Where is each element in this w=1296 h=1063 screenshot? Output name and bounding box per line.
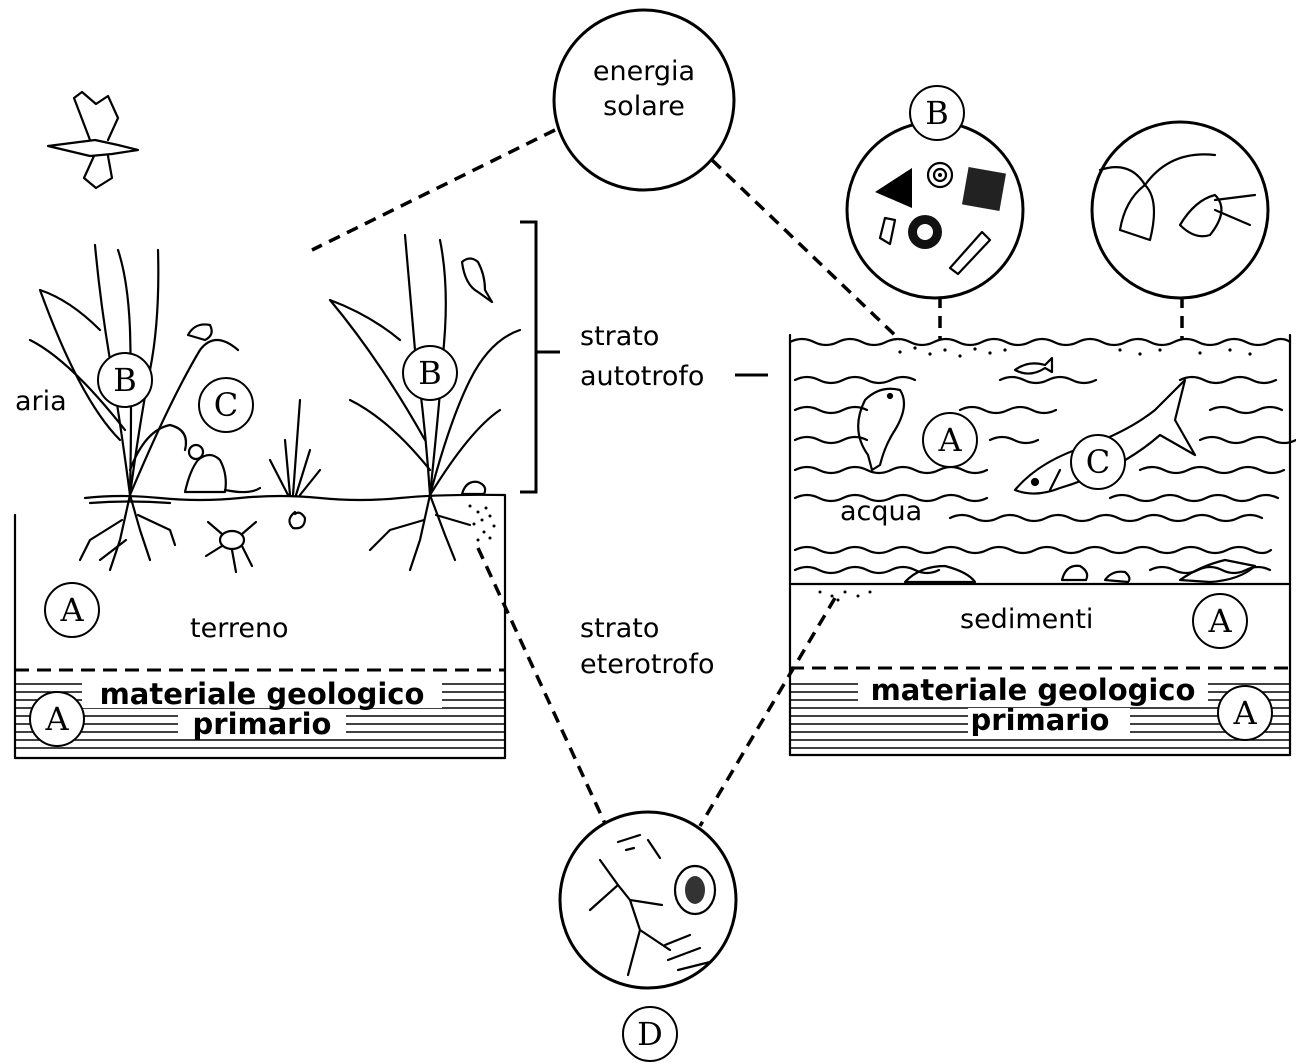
soil-label: terreno bbox=[190, 613, 289, 644]
water-label: acqua bbox=[840, 496, 922, 527]
phytoplankton-circle bbox=[847, 122, 1023, 298]
soil-particles bbox=[469, 505, 496, 542]
sediment-particles bbox=[819, 591, 872, 602]
insect-on-leaf-icon bbox=[188, 324, 212, 340]
marker-A-sediments: A bbox=[1193, 594, 1247, 648]
grass-tuft-icon bbox=[270, 400, 320, 528]
marker-label: B bbox=[418, 354, 442, 392]
marker-label: C bbox=[1086, 443, 1110, 481]
jumping-fish-icon bbox=[858, 389, 904, 470]
heterotrophic-label-line2: eterotrofo bbox=[580, 649, 714, 680]
grass-plant-right-icon bbox=[330, 235, 520, 570]
geo-left-line2: primario bbox=[193, 707, 332, 741]
autotrophic-bracket bbox=[520, 222, 560, 492]
marker-label: A bbox=[44, 700, 69, 738]
heterotrophic-label-line1: strato bbox=[580, 613, 659, 644]
zooplankton-circle bbox=[1092, 122, 1268, 298]
sun-to-land-line bbox=[312, 130, 555, 250]
soil-to-decomposer-line bbox=[478, 548, 608, 830]
marker-label: C bbox=[214, 386, 238, 424]
marker-label: A bbox=[1207, 602, 1232, 640]
soil-beetle-icon bbox=[206, 522, 256, 572]
marker-B-plant-left: B bbox=[98, 353, 152, 407]
marker-D-decomposers: D bbox=[623, 1007, 677, 1061]
marker-label: A bbox=[1232, 694, 1257, 732]
marker-C-fish: C bbox=[1071, 435, 1125, 489]
surface-plankton-dots bbox=[898, 346, 1251, 357]
land-section: materiale geologico primario aria terren… bbox=[15, 386, 505, 758]
autotrophic-label-line2: autotrofo bbox=[580, 361, 704, 392]
marker-B-plankton: B bbox=[910, 86, 964, 140]
marker-label: B bbox=[113, 361, 137, 399]
air-label: aria bbox=[15, 386, 67, 417]
diatom-square-icon bbox=[962, 167, 1006, 211]
energy-label-line1: energia bbox=[593, 56, 695, 87]
marker-A-water: A bbox=[923, 413, 977, 467]
energy-label-line2: solare bbox=[603, 91, 685, 122]
geo-right-line2: primario bbox=[971, 703, 1110, 737]
marker-A-soil: A bbox=[45, 583, 99, 637]
autotrophic-label-line1: strato bbox=[580, 321, 659, 352]
water-waves bbox=[790, 339, 1296, 573]
marker-C-animal-left: C bbox=[199, 378, 253, 432]
marker-label: A bbox=[937, 421, 962, 459]
decomposers-circle bbox=[560, 812, 736, 988]
marker-A-geo-left: A bbox=[30, 692, 84, 746]
perched-bird-icon bbox=[462, 259, 492, 303]
mouse-icon bbox=[185, 445, 260, 492]
sediments-label: sedimenti bbox=[960, 604, 1093, 635]
benthic-creatures-icons bbox=[905, 560, 1255, 582]
marker-A-geo-right: A bbox=[1218, 686, 1272, 740]
flying-bird-icon bbox=[48, 92, 138, 188]
sediment-to-decomposer-line bbox=[700, 598, 835, 826]
small-fish-icon bbox=[1015, 358, 1052, 374]
snail-icon bbox=[462, 482, 485, 494]
marker-label: A bbox=[59, 591, 84, 629]
geo-right-line1: materiale geologico bbox=[871, 673, 1196, 707]
marker-label: D bbox=[637, 1015, 663, 1053]
solar-energy-circle: energia solare bbox=[554, 10, 734, 190]
geo-left-line1: materiale geologico bbox=[100, 677, 425, 711]
marker-label: B bbox=[925, 94, 949, 132]
marker-B-plant-right: B bbox=[403, 346, 457, 400]
